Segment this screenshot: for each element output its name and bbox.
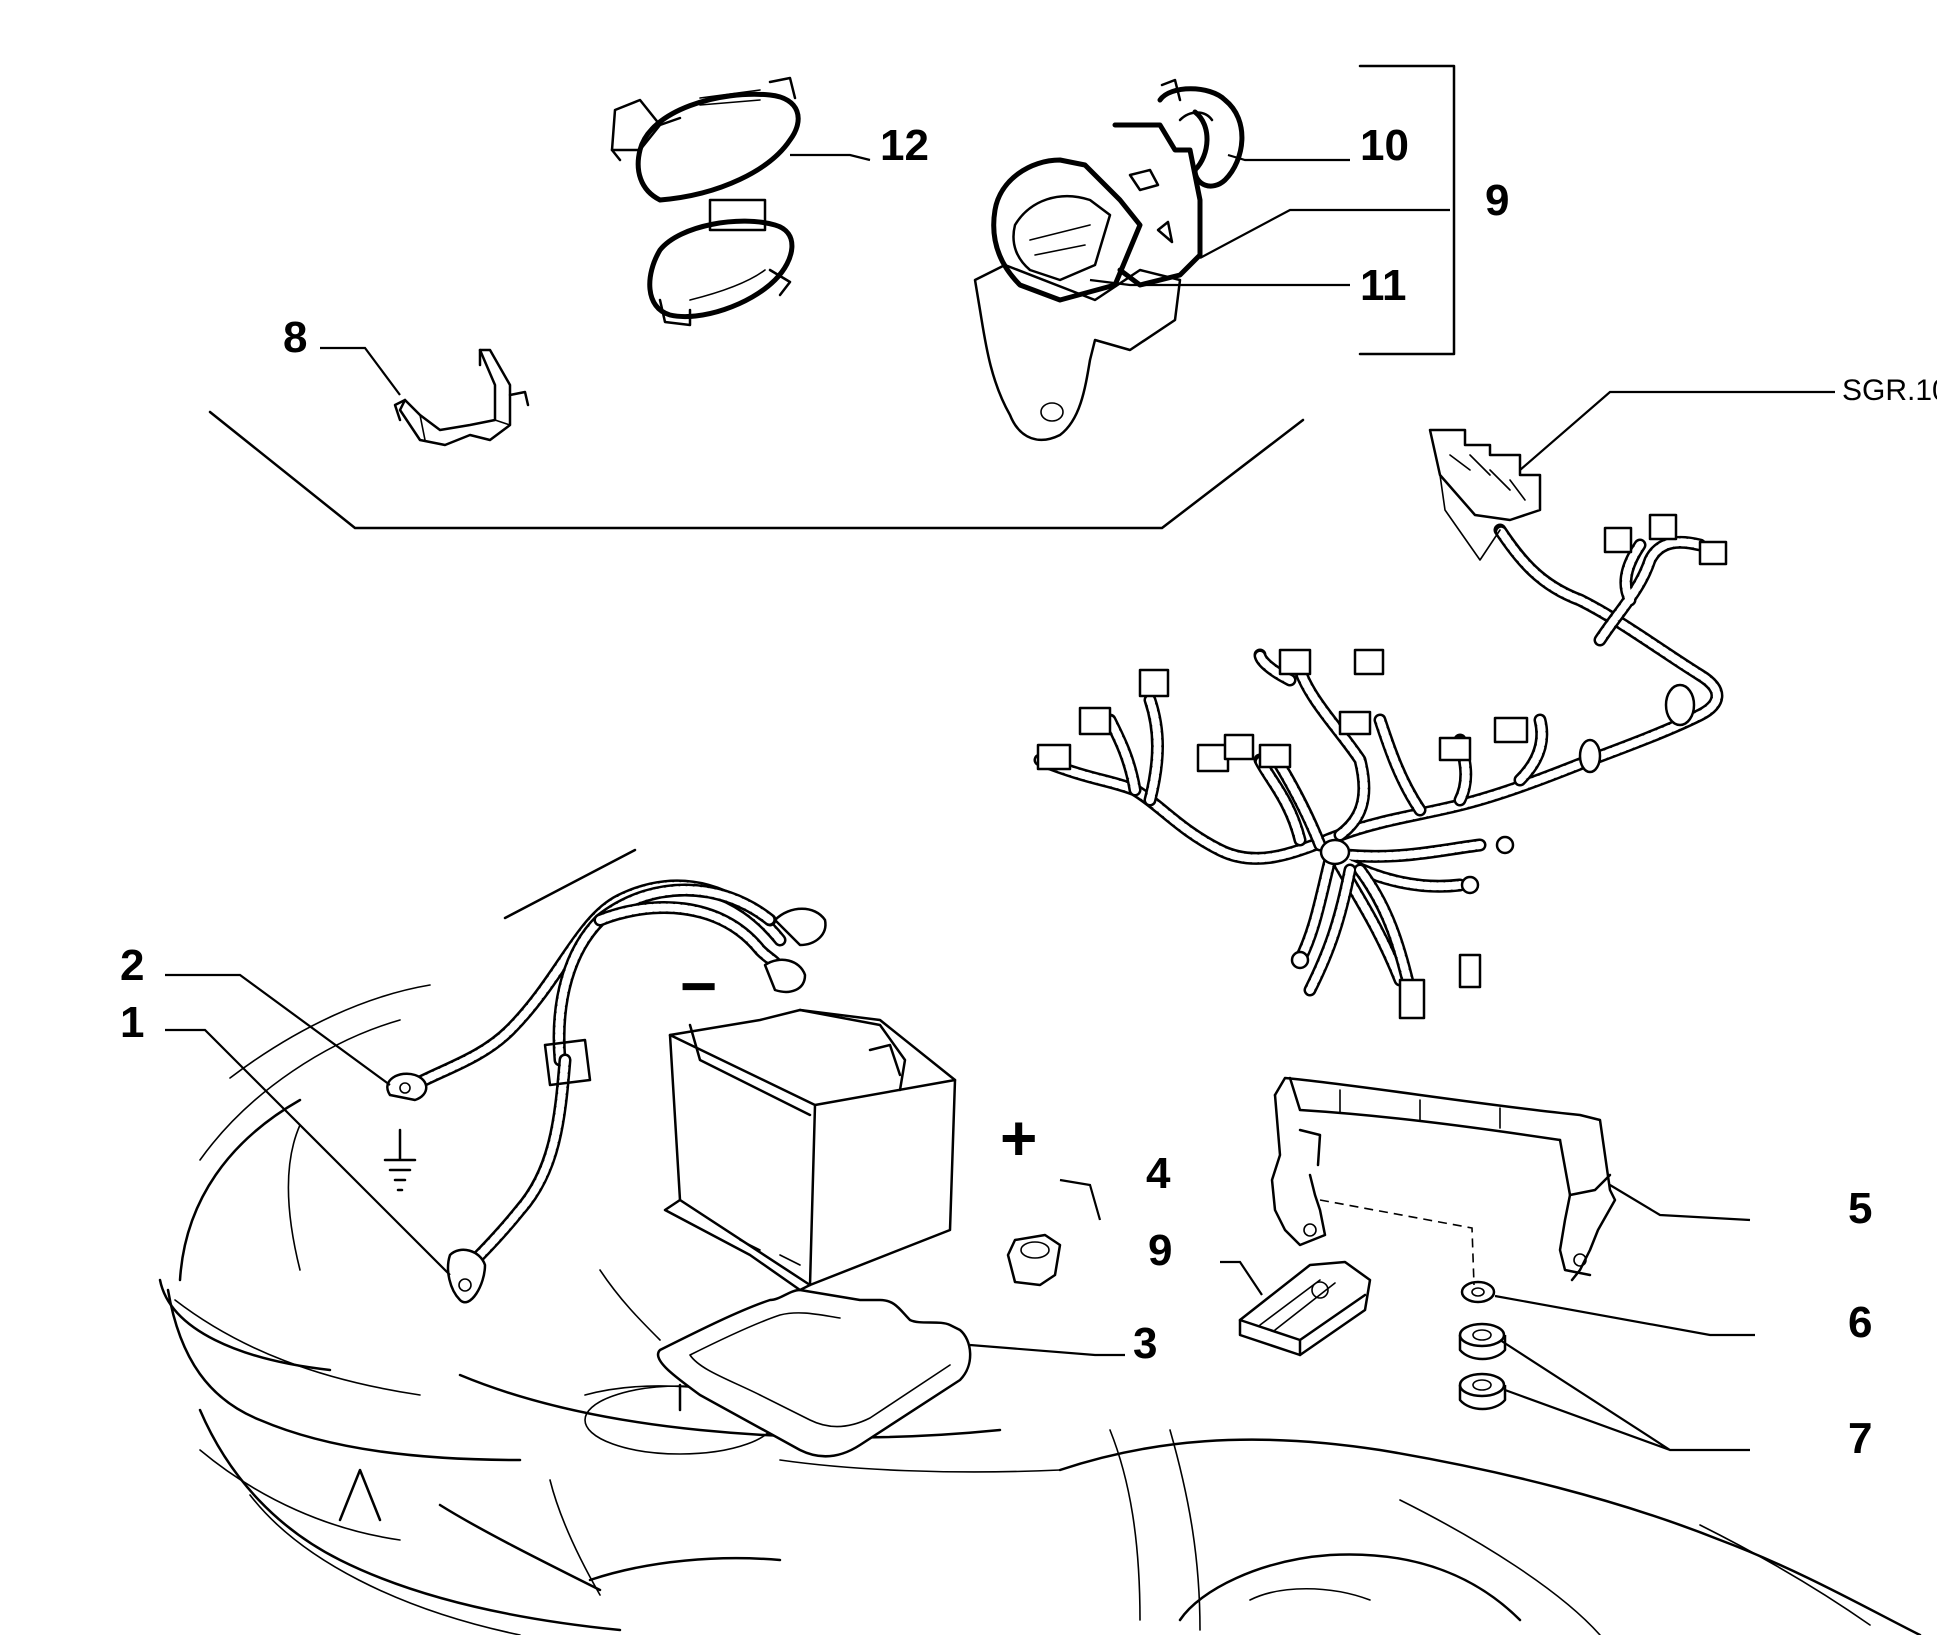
callout-3: 3 xyxy=(1133,1319,1157,1368)
callout-11: 11 xyxy=(1360,261,1407,310)
callout-4: 4 xyxy=(1146,1149,1171,1198)
callout-12: 12 xyxy=(880,121,929,170)
negative-terminal-sign: − xyxy=(680,950,717,1022)
part-9-bracket-assembly xyxy=(973,78,1245,442)
drawing-reference: SGR.10225 xyxy=(1842,374,1937,407)
callout-1: 1 xyxy=(120,998,144,1047)
kit-group-outline xyxy=(208,64,1456,530)
callout-8: 8 xyxy=(283,313,307,362)
leader-lines xyxy=(165,153,1835,1452)
part-5-holddown-bracket xyxy=(1270,1076,1617,1282)
part-8-bracket xyxy=(393,348,530,447)
parts-6-7-washers xyxy=(1319,1199,1507,1411)
battery xyxy=(663,1008,957,1292)
callout-10: 10 xyxy=(1360,121,1409,170)
car-body-outline xyxy=(158,848,1922,1635)
callout-5: 5 xyxy=(1848,1184,1872,1233)
part-12-double-clamp xyxy=(610,76,801,327)
callout-7: 7 xyxy=(1848,1414,1872,1463)
part-4-nut xyxy=(1006,1233,1062,1287)
part-3-battery-tray xyxy=(656,1288,972,1458)
callout-9-upper: 9 xyxy=(1485,176,1509,225)
callout-6: 6 xyxy=(1848,1298,1872,1347)
callout-2: 2 xyxy=(120,941,144,990)
engine-wiring-harness xyxy=(1033,428,1728,1020)
callout-labels: 1 2 3 4 5 6 7 8 9 9 10 11 12 SGR.10225 −… xyxy=(120,121,1937,1463)
battery-cables xyxy=(383,879,827,1304)
positive-terminal-sign: + xyxy=(1000,1102,1037,1174)
part-9-clamp-block xyxy=(1238,1260,1372,1357)
callout-9-lower: 9 xyxy=(1148,1226,1172,1275)
